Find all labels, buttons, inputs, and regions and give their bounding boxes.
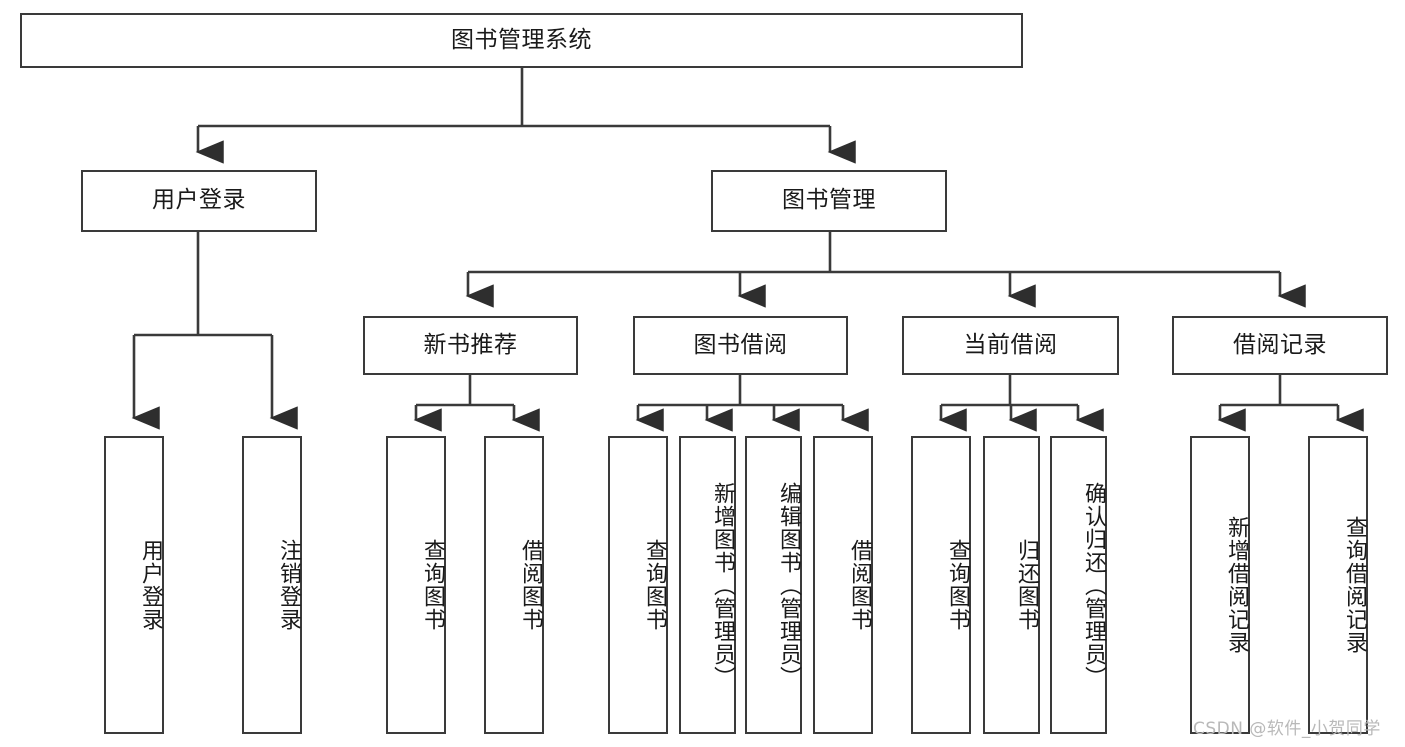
leaf-edit-book-admin[interactable]: 编辑图书（管理员） [745,436,802,734]
leaf-logout[interactable]: 注销登录 [242,436,302,734]
node-label: 图书管理 [782,187,876,214]
leaf-user-login[interactable]: 用户登录 [104,436,164,734]
csdn-watermark: CSDN @软件_小贺同学 [1193,719,1381,739]
node-label: 借阅记录 [1233,331,1327,358]
node-current-borrow[interactable]: 当前借阅 [902,316,1119,375]
leaf-borrow-book[interactable]: 借阅图书 [813,436,873,734]
node-user-login[interactable]: 用户登录 [81,170,317,232]
node-label: 确认归还（管理员） [1081,481,1106,689]
leaf-return-book[interactable]: 归还图书 [983,436,1040,734]
leaf-query-borrow-record[interactable]: 查询借阅记录 [1308,436,1368,734]
node-label: 归还图书 [1014,539,1039,631]
node-label: 当前借阅 [963,331,1058,358]
node-root[interactable]: 图书管理系统 [20,13,1023,68]
node-label: 新书推荐 [423,331,518,358]
node-label: 用户登录 [152,187,246,214]
node-label: 新增借阅记录 [1224,516,1249,654]
node-label: 图书借阅 [693,331,788,358]
node-label: 注销登录 [276,539,301,631]
node-label: 借阅图书 [518,539,543,631]
leaf-confirm-return-admin[interactable]: 确认归还（管理员） [1050,436,1107,734]
node-label: 查询图书 [642,539,667,631]
node-label: 查询图书 [945,539,970,631]
node-label: 借阅图书 [847,539,872,631]
node-label: 新增图书（管理员） [710,481,735,689]
node-label: 编辑图书（管理员） [776,481,801,689]
node-book-management[interactable]: 图书管理 [711,170,947,232]
node-label: 查询图书 [420,539,445,631]
node-new-book-recommend[interactable]: 新书推荐 [363,316,578,375]
node-borrow-record[interactable]: 借阅记录 [1172,316,1388,375]
node-label: 查询借阅记录 [1342,516,1367,654]
leaf-query-book-recommend[interactable]: 查询图书 [386,436,446,734]
node-book-borrow[interactable]: 图书借阅 [633,316,848,375]
leaf-query-book-current[interactable]: 查询图书 [911,436,971,734]
leaf-add-borrow-record[interactable]: 新增借阅记录 [1190,436,1250,734]
node-label: 图书管理系统 [451,26,592,53]
node-label: 用户登录 [138,539,163,631]
leaf-add-book-admin[interactable]: 新增图书（管理员） [679,436,736,734]
leaf-query-book-borrow[interactable]: 查询图书 [608,436,668,734]
leaf-borrow-book-recommend[interactable]: 借阅图书 [484,436,544,734]
